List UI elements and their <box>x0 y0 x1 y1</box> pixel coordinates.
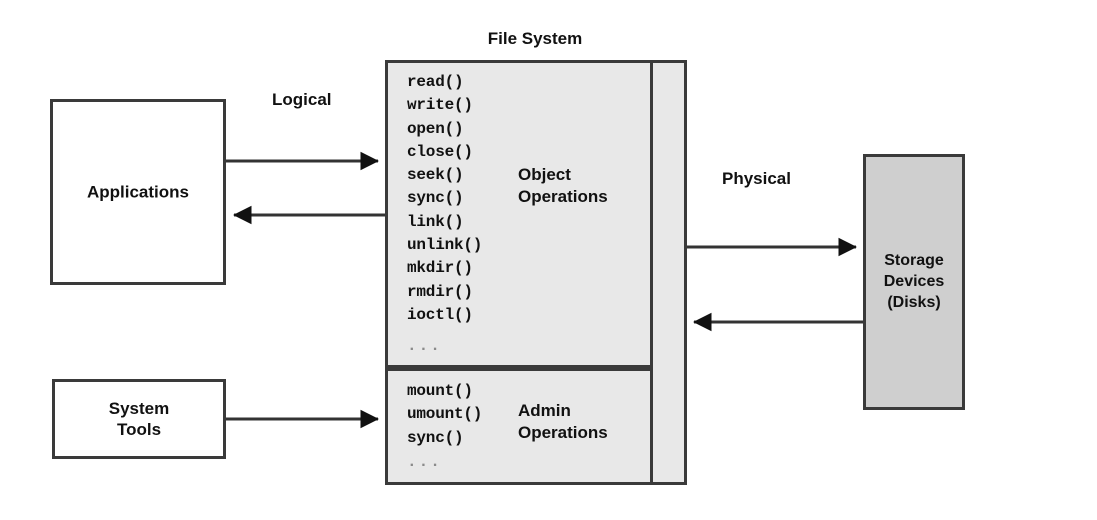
admin-operations-ellipsis: ... <box>407 453 442 471</box>
applications-box[interactable]: Applications <box>50 99 226 285</box>
logical-edge-label: Logical <box>272 90 332 109</box>
object-operations-call-list: read() write() open() close() seek() syn… <box>407 73 483 324</box>
physical-edge-label: Physical <box>722 169 791 188</box>
admin-operations-title: Admin Operations <box>518 401 608 443</box>
filesystem-title: File System <box>487 29 583 48</box>
applications-label: Applications <box>86 182 189 202</box>
system-tools-label: System Tools <box>108 398 170 439</box>
object-operations-panel[interactable]: read() write() open() close() seek() syn… <box>385 60 653 368</box>
object-operations-title: Object Operations <box>518 165 608 207</box>
storage-devices-label: Storage Devices (Disks) <box>883 251 945 311</box>
admin-operations-panel[interactable]: mount() umount() sync() ... Admin Operat… <box>385 368 653 485</box>
storage-devices-box[interactable]: Storage Devices (Disks) <box>863 154 965 410</box>
system-tools-box[interactable]: System Tools <box>52 379 226 459</box>
admin-operations-call-list: mount() umount() sync() <box>407 382 483 447</box>
object-operations-ellipsis: ... <box>407 337 442 355</box>
